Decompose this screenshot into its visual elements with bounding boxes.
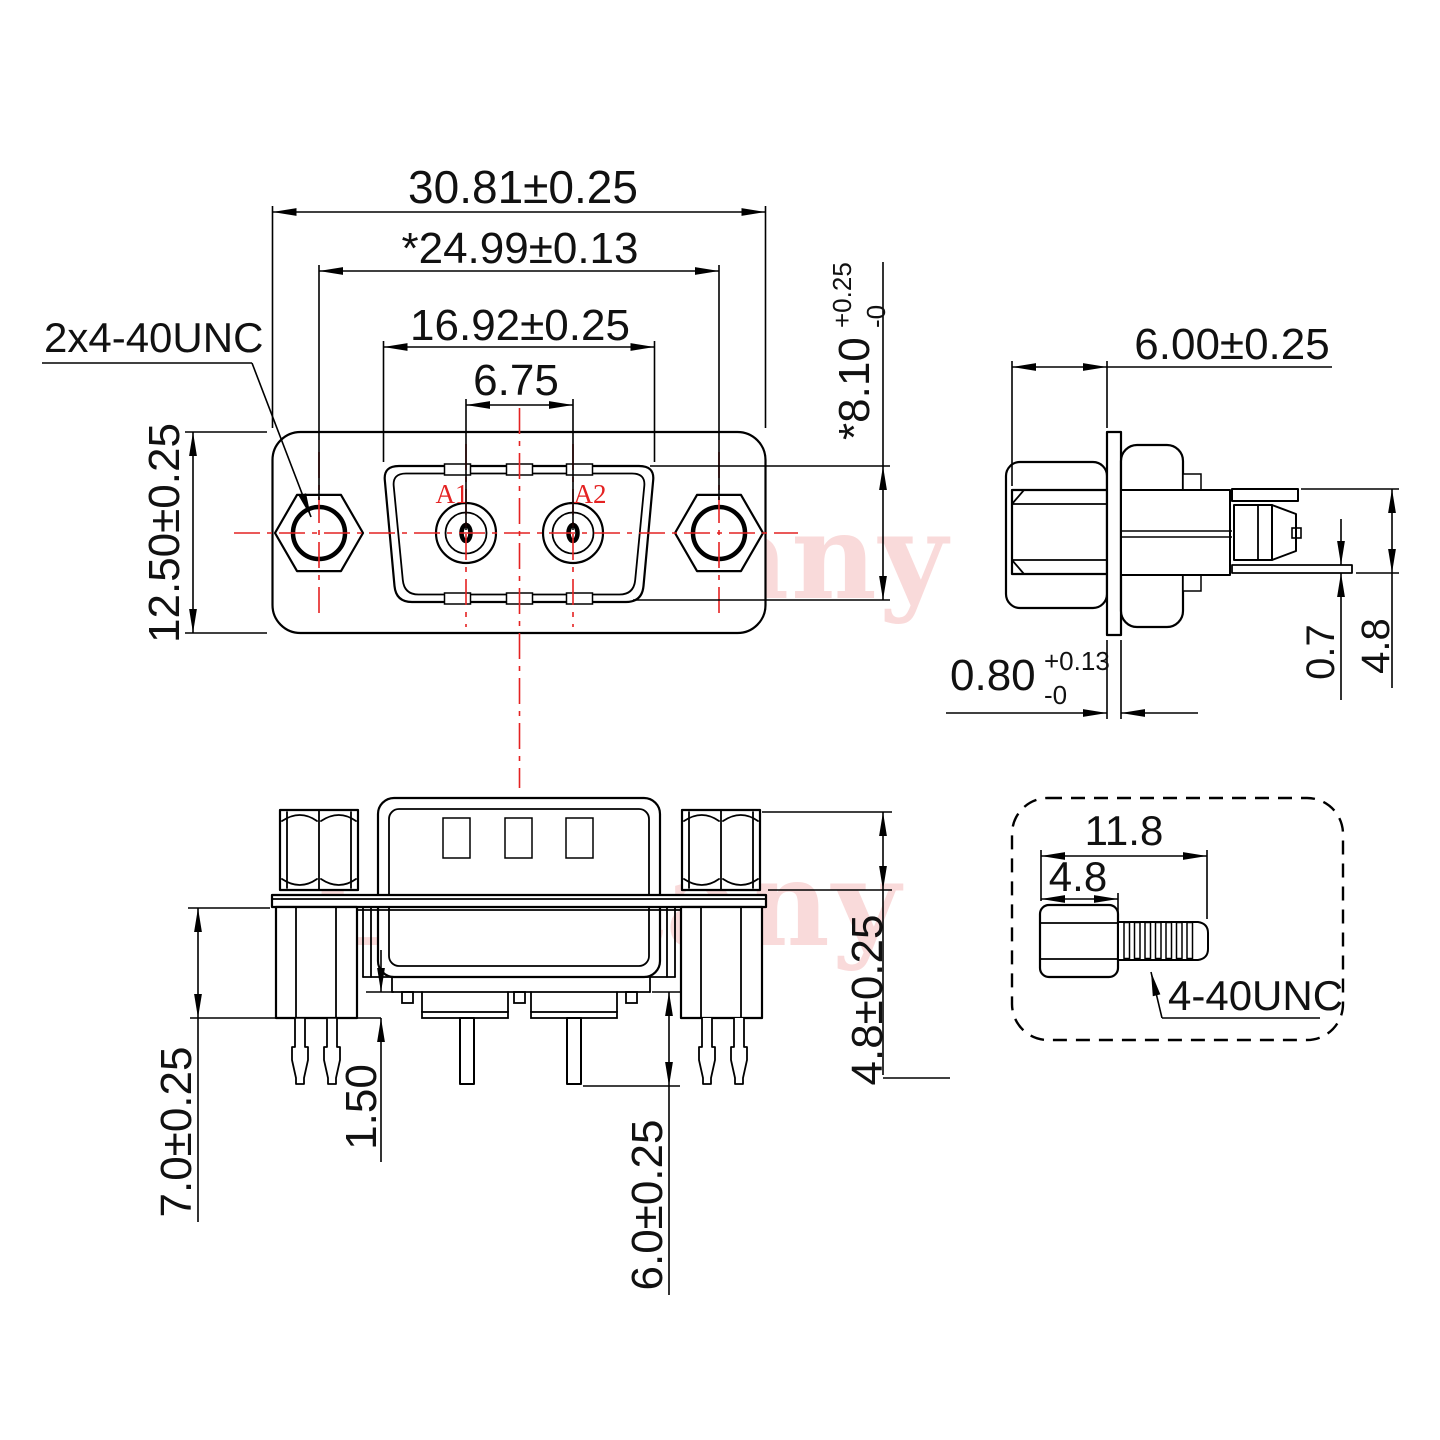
- dim-flange-thickness: 0.80 +0.13 -0: [950, 646, 1110, 710]
- bottom-leg-left: [274, 905, 359, 1020]
- dim-contact-span: 4.8: [1354, 618, 1398, 674]
- bottom-standoff-right: [680, 808, 762, 892]
- thread-callout-front: 2x4-40UNC: [44, 314, 263, 361]
- side-tab-bottom: [1182, 574, 1202, 592]
- svg-text:+0.25: +0.25: [827, 262, 857, 328]
- dim-standoff-protrusion: 6.00±0.25: [1134, 320, 1329, 369]
- dim-lead-thickness: 0.7: [1299, 624, 1343, 680]
- dim-standoff-hex-length: 4.8±0.25: [843, 915, 892, 1086]
- d-shell-inner: [392, 472, 646, 596]
- dim-screw-length: 11.8: [1085, 807, 1164, 854]
- jackscrew: [1038, 903, 1209, 979]
- side-top-blade: [1231, 488, 1299, 502]
- svg-text:0.80: 0.80: [950, 651, 1036, 700]
- thread-callout-screw: 4-40UNC: [1168, 972, 1343, 1019]
- dim-pin-length: 6.0±0.25: [623, 1120, 672, 1291]
- svg-text:+0.13: +0.13: [1044, 646, 1110, 676]
- detail-box: [1010, 796, 1345, 1042]
- bottom-standoff-left: [278, 808, 360, 892]
- screw-dimension-lines: [1040, 850, 1320, 1019]
- dim-overall-width: 30.81±0.25: [408, 161, 638, 213]
- dim-contact-standoff: 1.50: [337, 1064, 386, 1150]
- side-tab-top: [1182, 473, 1202, 491]
- dim-shell-width: 16.92±0.25: [410, 301, 630, 350]
- side-dimension-lines: [946, 361, 1399, 719]
- bottom-flange: [270, 893, 768, 909]
- svg-text:*8.10: *8.10: [830, 337, 879, 440]
- screw-threads: [1123, 921, 1194, 960]
- side-coax-contact: [1233, 504, 1302, 561]
- dim-hole-spacing: *24.99±0.13: [401, 224, 638, 273]
- bottom-hood-slots: [442, 817, 594, 859]
- side-bottom-lead: [1231, 564, 1353, 574]
- dim-overall-height: 12.50±0.25: [140, 423, 189, 643]
- svg-text:-0: -0: [1044, 680, 1067, 710]
- side-view: 6.00±0.25 0.80 +0.13 -0 0.7 4.8: [946, 320, 1399, 719]
- dim-contact-pitch: 6.75: [473, 356, 559, 405]
- contact-label-a2: A2: [574, 479, 607, 509]
- bottom-hood-inner: [388, 808, 650, 967]
- screw-detail: 11.8 4.8 4-40UNC: [1010, 796, 1345, 1042]
- contact-label-a1: A1: [436, 479, 469, 509]
- contact-tail-a2: [566, 1017, 582, 1085]
- svg-text:-0: -0: [861, 305, 891, 328]
- front-view: A1 A2: [42, 161, 891, 788]
- front-centerlines: [234, 408, 798, 788]
- side-standoff: [1010, 488, 1109, 576]
- dim-shell-height: *8.10 +0.25 -0: [827, 262, 891, 440]
- bottom-view: 7.0±0.25 1.50 6.0±0.25 4.8±0.25: [152, 796, 950, 1295]
- bottom-leg-right: [679, 905, 764, 1020]
- board-lock-pins: [291, 1018, 748, 1085]
- dim-screw-head: 4.8: [1049, 853, 1107, 900]
- front-dimension-lines: [42, 206, 890, 634]
- contact-tail-a1: [459, 1017, 475, 1085]
- bottom-dimension-lines: [188, 811, 950, 1295]
- side-flange: [1105, 430, 1123, 637]
- dim-body-height: 7.0±0.25: [152, 1047, 201, 1218]
- side-body-block: [1120, 489, 1231, 576]
